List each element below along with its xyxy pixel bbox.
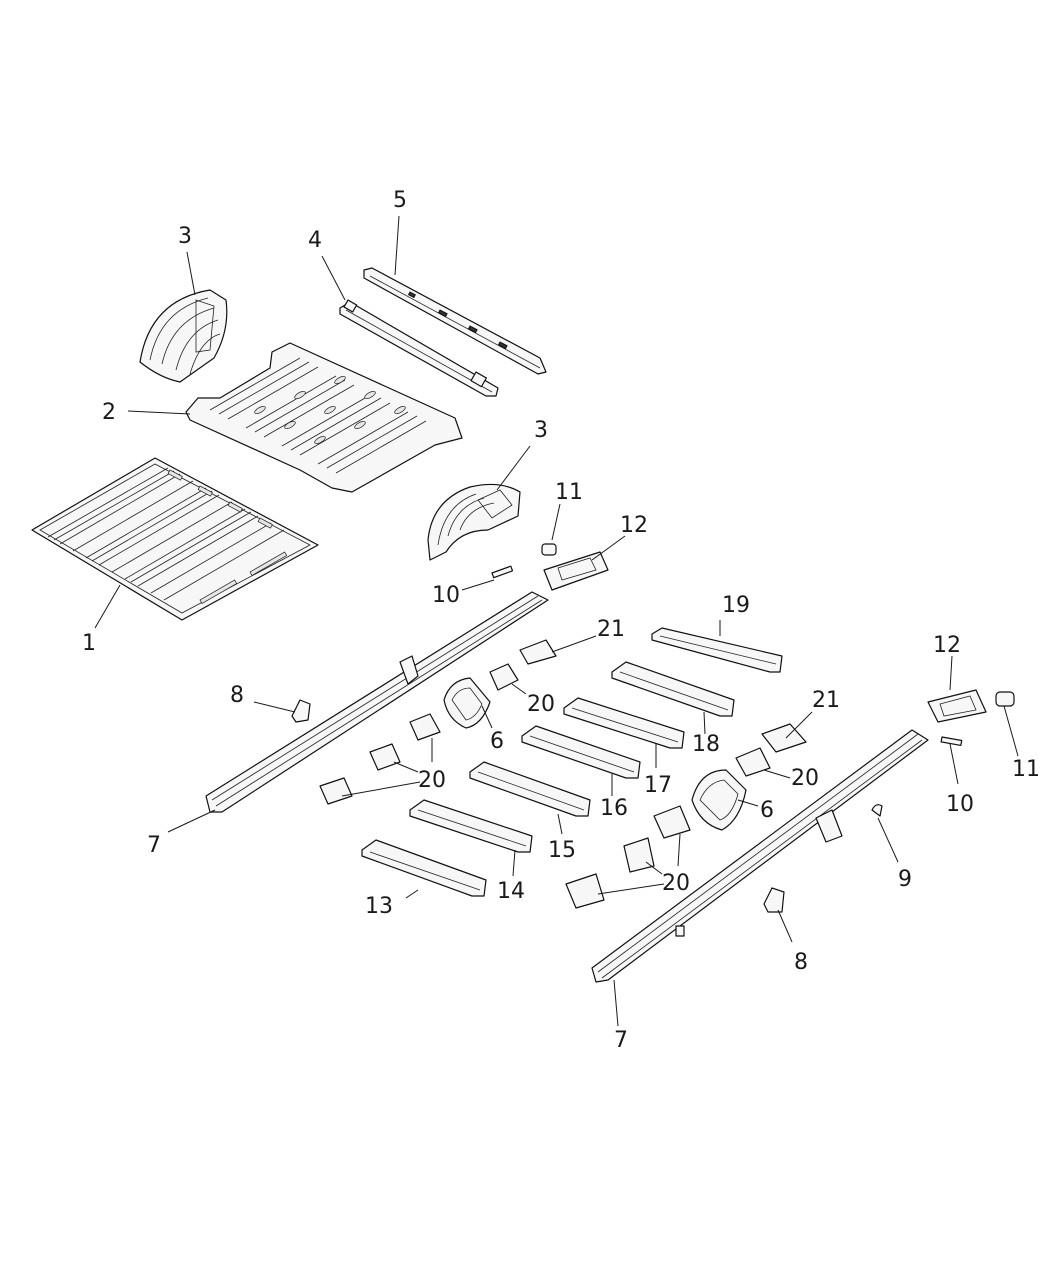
part-7-side-rail-right[interactable] <box>591 729 929 983</box>
callout-12-left: 12 <box>620 513 648 538</box>
callout-4: 4 <box>308 228 322 253</box>
callout-20-c: 20 <box>791 766 819 791</box>
callout-labels: 1 2 3 3 4 5 6 6 7 7 8 8 9 10 10 11 11 12… <box>82 188 1040 1053</box>
part-8-bracket-right[interactable] <box>763 887 785 913</box>
part-20-bracket-8[interactable] <box>565 873 605 909</box>
part-12-bracket-right[interactable] <box>927 689 987 723</box>
callout-13: 13 <box>365 894 393 919</box>
part-21-bracket-right[interactable] <box>761 723 807 753</box>
part-4-crossmember[interactable] <box>339 299 499 397</box>
part-6-bracket-left[interactable] <box>443 677 491 729</box>
callout-20-b: 20 <box>418 768 446 793</box>
callout-10-right: 10 <box>946 792 974 817</box>
part-11-bushing-left[interactable] <box>541 543 557 556</box>
part-3-wheelhouse-right[interactable] <box>427 483 521 561</box>
part-21-bracket-left[interactable] <box>519 639 557 665</box>
callout-11-right: 11 <box>1012 757 1040 782</box>
part-20-bracket-5[interactable] <box>735 747 771 777</box>
part-3-wheelhouse-left[interactable] <box>139 289 228 383</box>
callout-16: 16 <box>600 796 628 821</box>
callout-19: 19 <box>722 593 750 618</box>
callout-7-right: 7 <box>614 1028 628 1053</box>
part-15-crossmember[interactable] <box>469 761 591 817</box>
callout-9: 9 <box>898 867 912 892</box>
part-18-crossmember[interactable] <box>611 661 735 717</box>
callout-6-left: 6 <box>490 729 504 754</box>
callout-8-right: 8 <box>794 950 808 975</box>
part-9-clip[interactable] <box>871 804 883 817</box>
part-19-crossmember[interactable] <box>651 627 783 673</box>
callout-18: 18 <box>692 732 720 757</box>
part-20-bracket-1[interactable] <box>489 663 519 691</box>
callout-1: 1 <box>82 631 96 656</box>
part-10-pin-right[interactable] <box>940 736 963 746</box>
part-7-side-rail-left[interactable] <box>205 591 549 813</box>
part-2-rear-floor-pan[interactable] <box>185 342 463 493</box>
part-8-bracket-left[interactable] <box>291 699 311 723</box>
callout-8-left: 8 <box>230 683 244 708</box>
callout-10-left: 10 <box>432 583 460 608</box>
part-20-bracket-4[interactable] <box>319 777 353 805</box>
callout-2: 2 <box>102 400 116 425</box>
callout-12-right: 12 <box>933 633 961 658</box>
part-10-pin-left[interactable] <box>491 565 514 579</box>
part-20-bracket-6[interactable] <box>653 805 691 839</box>
part-5-header-rail[interactable] <box>363 267 547 375</box>
part-17-crossmember[interactable] <box>563 697 685 749</box>
callout-20-a: 20 <box>527 692 555 717</box>
callout-21-right: 21 <box>812 688 840 713</box>
part-16-crossmember[interactable] <box>521 725 641 779</box>
callout-17: 17 <box>644 773 672 798</box>
callout-3-lower: 3 <box>534 418 548 443</box>
callout-3-upper: 3 <box>178 224 192 249</box>
part-11-bushing-right[interactable] <box>995 691 1015 707</box>
part-1-floor-pan[interactable] <box>31 457 319 621</box>
callout-14: 14 <box>497 879 525 904</box>
callout-20-d: 20 <box>662 871 690 896</box>
part-20-bracket-2[interactable] <box>409 713 441 741</box>
callout-5: 5 <box>393 188 407 213</box>
part-6-bracket-right[interactable] <box>691 769 747 831</box>
callout-15: 15 <box>548 838 576 863</box>
callout-6-right: 6 <box>760 798 774 823</box>
callout-7-left: 7 <box>147 833 161 858</box>
part-14-crossmember[interactable] <box>409 799 533 853</box>
part-20-bracket-3[interactable] <box>369 743 401 771</box>
part-13-crossmember[interactable] <box>361 839 487 897</box>
part-12-bracket-left[interactable] <box>543 551 609 591</box>
leader-lines <box>94 215 1019 1027</box>
callout-11-left: 11 <box>555 480 583 505</box>
part-20-bracket-7[interactable] <box>623 837 655 873</box>
callout-21-left: 21 <box>597 617 625 642</box>
